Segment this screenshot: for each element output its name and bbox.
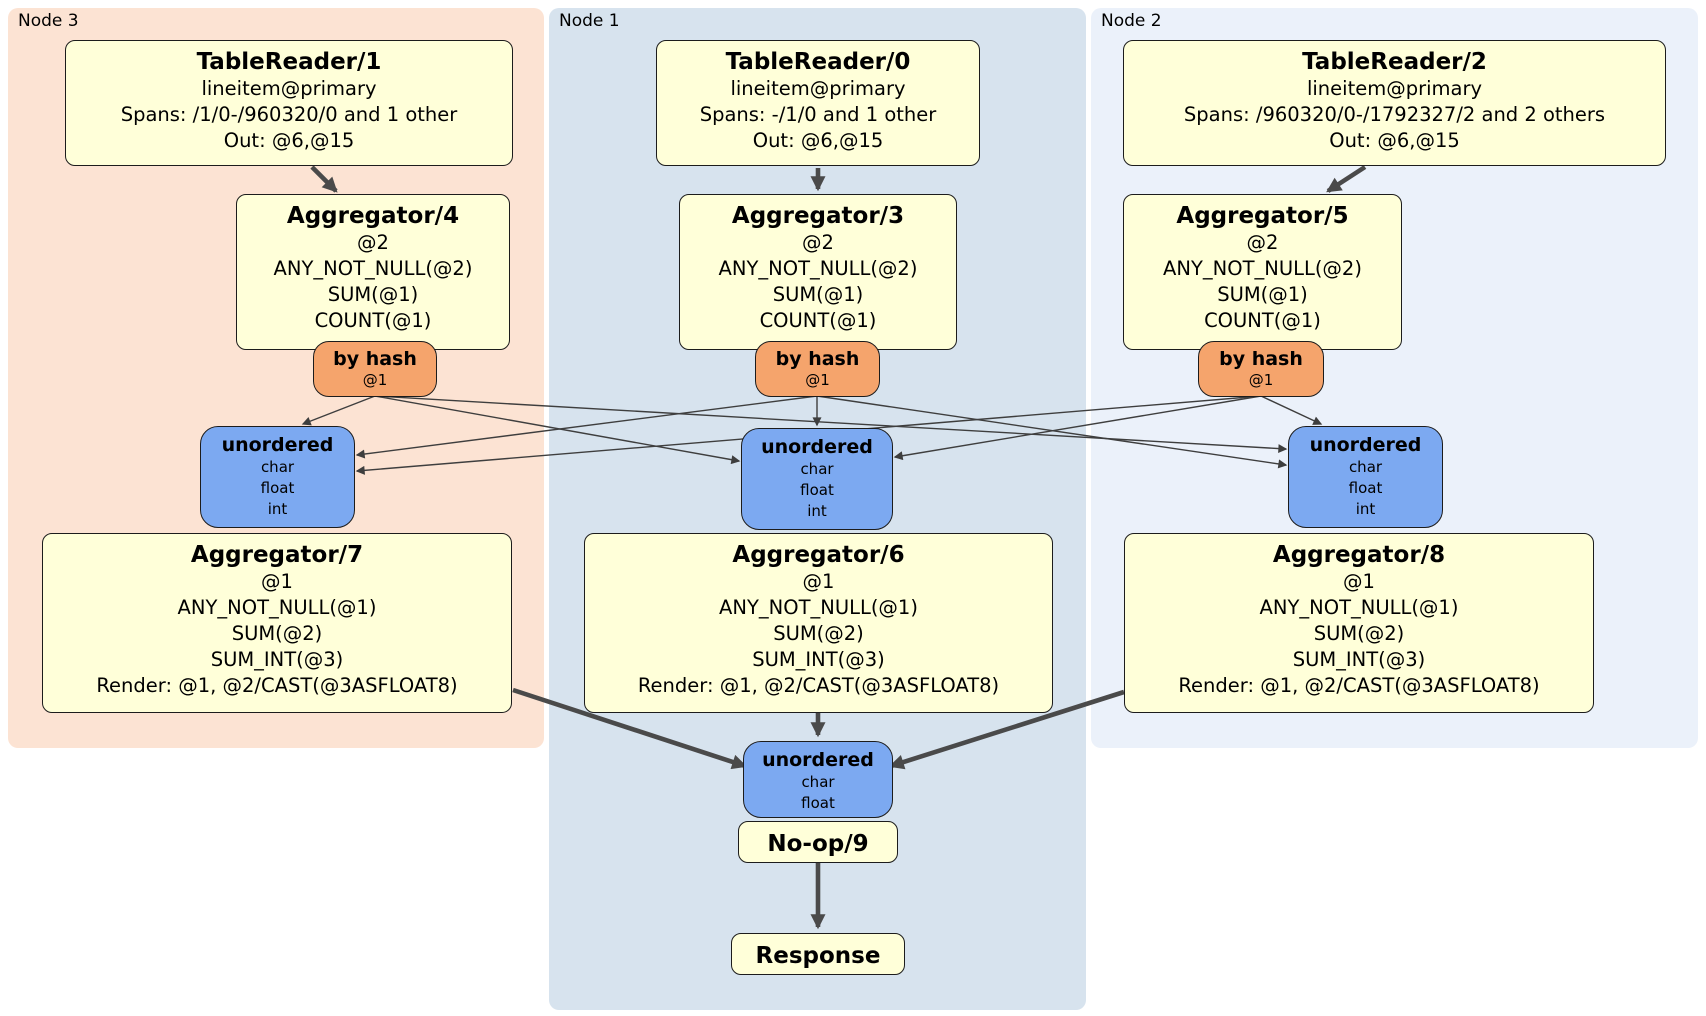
box-detail-line: int (807, 502, 827, 520)
box-sync-unordered-7: unordered char float int (200, 426, 355, 528)
edge-arrow (1326, 165, 1367, 193)
box-detail-line: int (1355, 500, 1376, 518)
box-detail-line: lineitem@primary (201, 77, 377, 100)
edge-arrow (888, 689, 1125, 770)
box-detail-line: SUM_INT(@3) (1292, 648, 1426, 671)
box-title-aggregator-8: Aggregator/8 (1272, 542, 1446, 568)
box-router-by-hash-5: by hash@1 (1198, 341, 1324, 397)
box-sync-unordered-6: unordered char float int (741, 428, 893, 530)
box-detail-line: Spans: /960320/0-/1792327/2 and 2 others (1183, 103, 1606, 126)
box-detail-line: SUM(@2) (773, 622, 864, 645)
box-detail-line: Out: @6,@15 (752, 129, 884, 152)
box-title-aggregator-7: Aggregator/7 (190, 542, 364, 568)
box-detail-line: lineitem@primary (1306, 77, 1483, 100)
box-detail-line: Out: @6,@15 (1329, 129, 1460, 152)
box-title-aggregator-6: Aggregator/6 (732, 542, 905, 568)
box-detail-line: float (260, 479, 295, 497)
box-detail-line: COUNT(@1) (1204, 309, 1321, 332)
box-detail-line: @1 (1248, 371, 1274, 389)
panel-label-node-1: Node 1 (559, 11, 620, 31)
box-detail-line: ANY_NOT_NULL(@1) (1259, 596, 1459, 619)
box-detail-line: ANY_NOT_NULL(@2) (718, 257, 918, 280)
box-title-tablereader-2: TableReader/2 (1302, 49, 1487, 75)
box-detail-line: float (1348, 479, 1383, 497)
edge-arrow (512, 687, 748, 770)
box-detail-line: char (1348, 458, 1383, 476)
box-title-router-by-hash-4: by hash (333, 348, 417, 370)
box-title-sync-unordered-7: unordered (221, 434, 334, 456)
box-detail-line: char (800, 460, 834, 478)
box-detail-line: Spans: /1/0-/960320/0 and 1 other (120, 103, 458, 126)
box-detail-line: lineitem@primary (730, 77, 906, 100)
edge-arrow (374, 395, 741, 465)
box-sync-unordered-8: unordered char float int (1288, 426, 1443, 528)
box-detail-line: ANY_NOT_NULL(@1) (719, 596, 918, 619)
box-detail-line: @1 (362, 371, 388, 389)
box-sync-unordered-final: unordered char float (743, 741, 893, 818)
edge-arrow (310, 165, 338, 193)
box-detail-line: COUNT(@1) (314, 309, 432, 332)
box-detail-line: @2 (1246, 231, 1279, 254)
box-detail-line: SUM(@1) (1217, 283, 1308, 306)
box-detail-line: SUM(@2) (231, 622, 323, 645)
box-detail-line: Render: @1, @2/CAST(@3ASFLOAT8) (637, 674, 1000, 697)
box-detail-line: Spans: -/1/0 and 1 other (699, 103, 937, 126)
box-title-aggregator-4: Aggregator/4 (286, 203, 460, 229)
edge-arrow (893, 395, 1262, 461)
box-detail-line: ANY_NOT_NULL(@2) (1163, 257, 1362, 280)
box-title-sync-unordered-final: unordered (762, 749, 874, 771)
box-detail-line: int (267, 500, 288, 518)
box-title-tablereader-0: TableReader/0 (725, 49, 911, 75)
box-router-by-hash-4: by hash@1 (313, 341, 437, 397)
box-detail-line: SUM(@1) (327, 283, 419, 306)
box-detail-line: char (260, 458, 295, 476)
edge-arrow (301, 395, 376, 426)
box-title-router-by-hash-3: by hash (775, 348, 860, 370)
box-response: Response (731, 933, 905, 975)
box-title-aggregator-3: Aggregator/3 (731, 203, 905, 229)
box-detail-line: @1 (805, 371, 830, 389)
box-detail-line: Out: @6,@15 (223, 129, 355, 152)
box-detail-line: COUNT(@1) (759, 309, 877, 332)
box-detail-line: float (801, 794, 835, 812)
box-title-router-by-hash-5: by hash (1219, 348, 1303, 370)
box-detail-line: @1 (261, 570, 293, 593)
panel-label-node-2: Node 2 (1101, 11, 1162, 31)
box-detail-line: SUM_INT(@3) (752, 648, 885, 671)
edge-arrow (374, 395, 1288, 454)
box-title-response: Response (755, 943, 881, 969)
box-title-no-op-9: No-op/9 (767, 831, 869, 857)
box-title-sync-unordered-6: unordered (761, 436, 873, 458)
box-detail-line: float (800, 481, 834, 499)
box-detail-line: SUM(@2) (1313, 622, 1405, 645)
box-detail-line: ANY_NOT_NULL(@1) (177, 596, 377, 619)
box-detail-line: SUM(@1) (772, 283, 864, 306)
box-title-tablereader-1: TableReader/1 (196, 49, 382, 75)
box-detail-line: Render: @1, @2/CAST(@3ASFLOAT8) (96, 674, 458, 697)
panel-label-node-3: Node 3 (18, 11, 79, 31)
box-router-by-hash-3: by hash@1 (755, 341, 880, 397)
box-title-aggregator-5: Aggregator/5 (1176, 203, 1349, 229)
box-detail-line: @2 (357, 231, 389, 254)
box-detail-line: Render: @1, @2/CAST(@3ASFLOAT8) (1178, 674, 1540, 697)
box-detail-line: @2 (802, 231, 834, 254)
edge-arrow (355, 395, 818, 459)
box-detail-line: @1 (1343, 570, 1375, 593)
box-no-op-9: No-op/9 (738, 821, 898, 863)
box-detail-line: char (801, 773, 835, 791)
box-detail-line: ANY_NOT_NULL(@2) (273, 257, 473, 280)
edge-arrow (1260, 395, 1323, 425)
box-detail-line: SUM_INT(@3) (210, 648, 344, 671)
box-title-sync-unordered-8: unordered (1309, 434, 1422, 456)
box-detail-line: @1 (802, 570, 835, 593)
